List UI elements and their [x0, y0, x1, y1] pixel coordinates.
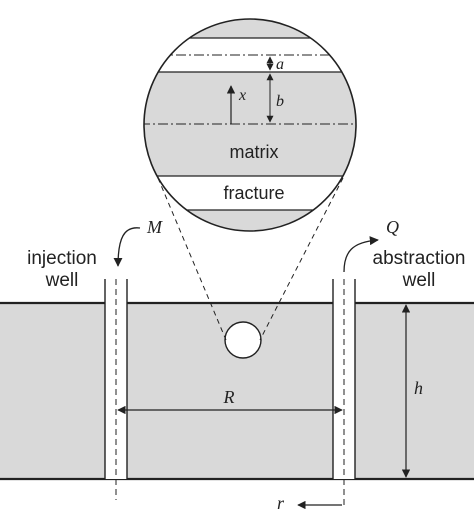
matrix-label: matrix: [230, 142, 279, 162]
radial-r-label: r: [277, 493, 285, 513]
thickness-h-label: h: [414, 378, 423, 398]
half-aperture-a-label: a: [276, 56, 284, 73]
zoom-projection-left: [157, 177, 227, 341]
flow-Q-label: Q: [386, 217, 399, 237]
abstraction-well-label-line1: abstraction: [373, 248, 466, 269]
injection-flow-arrow: [113, 227, 141, 267]
half-spacing-b-label: b: [276, 93, 284, 110]
zoom-detail: [143, 18, 357, 232]
injection-well: [104, 279, 128, 500]
mass-M-label: M: [146, 217, 163, 237]
abstraction-flow-arrow: [343, 236, 379, 273]
zoom-circle-outline: [143, 18, 357, 232]
injection-well-label-line2: well: [45, 270, 79, 291]
injection-well-label-line1: injection: [27, 248, 97, 269]
abstraction-well-label-line2: well: [402, 270, 436, 291]
zoom-projection-right: [259, 177, 344, 341]
coordinate-x-label: x: [238, 87, 246, 104]
abstraction-well: [332, 279, 356, 508]
distance-R-label: R: [223, 387, 235, 407]
zoom-target-circle: [224, 321, 262, 359]
fracture-label: fracture: [223, 183, 284, 203]
